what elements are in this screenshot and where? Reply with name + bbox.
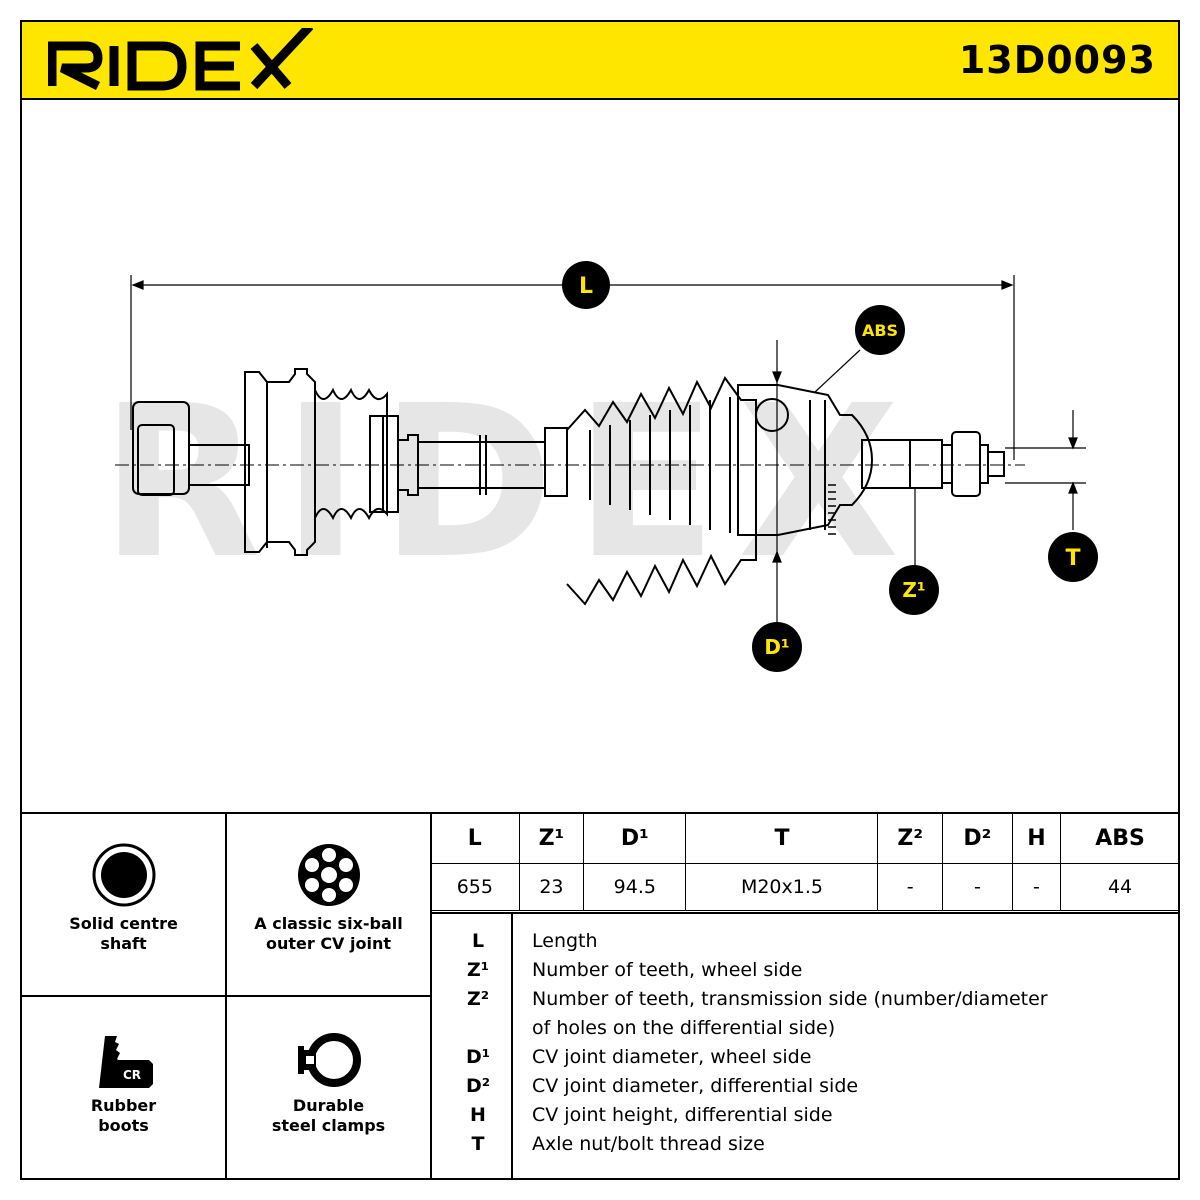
label-abs: ABS [862,321,898,340]
feature-label: Durable [292,1096,365,1115]
label-d1-badge: D¹ [752,622,802,672]
legend-text: Length [532,930,598,952]
feature-label: Solid centre [69,914,178,933]
legend-row: Z² Number of teeth, transmission side (n… [432,988,1180,1017]
ridex-logo [48,28,314,91]
legend-key: H [470,1104,486,1126]
spec-header-row: L Z¹ D¹ T Z² D² H ABS [430,812,1180,864]
spec-header: Z² [877,812,943,864]
cr-text: CR [122,1068,140,1082]
legend-row: Z¹ Number of teeth, wheel side [432,959,1180,988]
feature-steel-clamps: Durable steel clamps [227,1030,430,1136]
label-t: T [1065,546,1080,571]
feature-label: A classic six-ball [254,914,403,933]
legend-key: Z² [466,988,490,1010]
legend: L Length Z¹ Number of teeth, wheel side … [432,914,1180,1180]
legend-text: Number of teeth, transmission side (numb… [532,988,1048,1010]
legend-key: Z¹ [466,959,490,981]
spec-value: - [877,863,943,911]
spec-value: 655 [430,863,520,911]
header-bar: 13D0093 [20,20,1180,100]
spec-header: H [1011,812,1062,864]
label-abs-badge: ABS [855,305,905,355]
spec-value: M20x1.5 [685,863,879,911]
legend-row: D¹ CV joint diameter, wheel side [432,1046,1180,1075]
spec-header: T [685,812,879,864]
rubber-boot-cr-icon: CR [98,1036,153,1088]
spec-header: Z¹ [518,812,585,864]
label-d1: D¹ [764,635,789,659]
drive-shaft-diagram: RIDEX [100,261,1098,672]
legend-text: CV joint diameter, wheel side [532,1046,812,1068]
feature-label: boots [98,1116,149,1135]
legend-key: D² [465,1075,491,1097]
legend-text: Axle nut/bolt thread size [532,1133,765,1155]
spec-header: ABS [1060,812,1180,864]
label-l: L [579,274,593,299]
legend-top-line [430,912,1180,914]
legend-key: T [471,1133,485,1155]
feature-solid-shaft: Solid centre shaft [22,842,225,954]
feature-label: steel clamps [271,1116,386,1135]
spec-value: - [1011,863,1062,911]
feature-six-ball-joint: A classic six-ball outer CV joint [227,842,430,954]
part-number: 13D0093 [958,38,1156,82]
steel-clamp-icon [297,1033,361,1087]
spec-value: - [941,863,1013,911]
spec-value-row: 655 23 94.5 M20x1.5 - - - 44 [430,863,1180,911]
watermark-text: RIDEX [100,360,920,605]
grid-mid-line [20,995,432,997]
label-l-badge: L [562,261,610,309]
legend-row: D² CV joint diameter, differential side [432,1075,1180,1104]
legend-key: L [471,930,485,952]
feature-rubber-boots: CR Rubber boots [22,1030,225,1136]
feature-label: Rubber [90,1096,157,1115]
legend-row: L Length [432,930,1180,959]
legend-row: T Axle nut/bolt thread size [432,1133,1180,1162]
legend-row: of holes on the differential side) [432,1017,1180,1046]
legend-text: CV joint height, differential side [532,1104,833,1126]
label-z1: Z¹ [902,578,925,602]
spec-header: L [430,812,520,864]
spec-header: D¹ [583,812,687,864]
legend-text: CV joint diameter, differential side [532,1075,859,1097]
feature-label: outer CV joint [265,934,392,953]
spec-header: D² [941,812,1013,864]
legend-row: H CV joint height, differential side [432,1104,1180,1133]
label-t-badge: T [1048,532,1098,582]
six-ball-joint-icon [297,844,360,906]
label-z1-badge: Z¹ [889,565,939,615]
spec-value: 94.5 [583,863,687,911]
legend-key-divider [511,912,513,1180]
spec-table: L Z¹ D¹ T Z² D² H ABS 655 23 94.5 M20x1.… [430,812,1180,911]
spec-value: 23 [518,863,585,911]
legend-key: D¹ [465,1046,491,1068]
solid-shaft-icon [92,843,155,907]
feature-label: shaft [100,934,147,953]
legend-text: of holes on the differential side) [532,1017,836,1039]
legend-text: Number of teeth, wheel side [532,959,803,981]
spec-value: 44 [1060,863,1180,911]
